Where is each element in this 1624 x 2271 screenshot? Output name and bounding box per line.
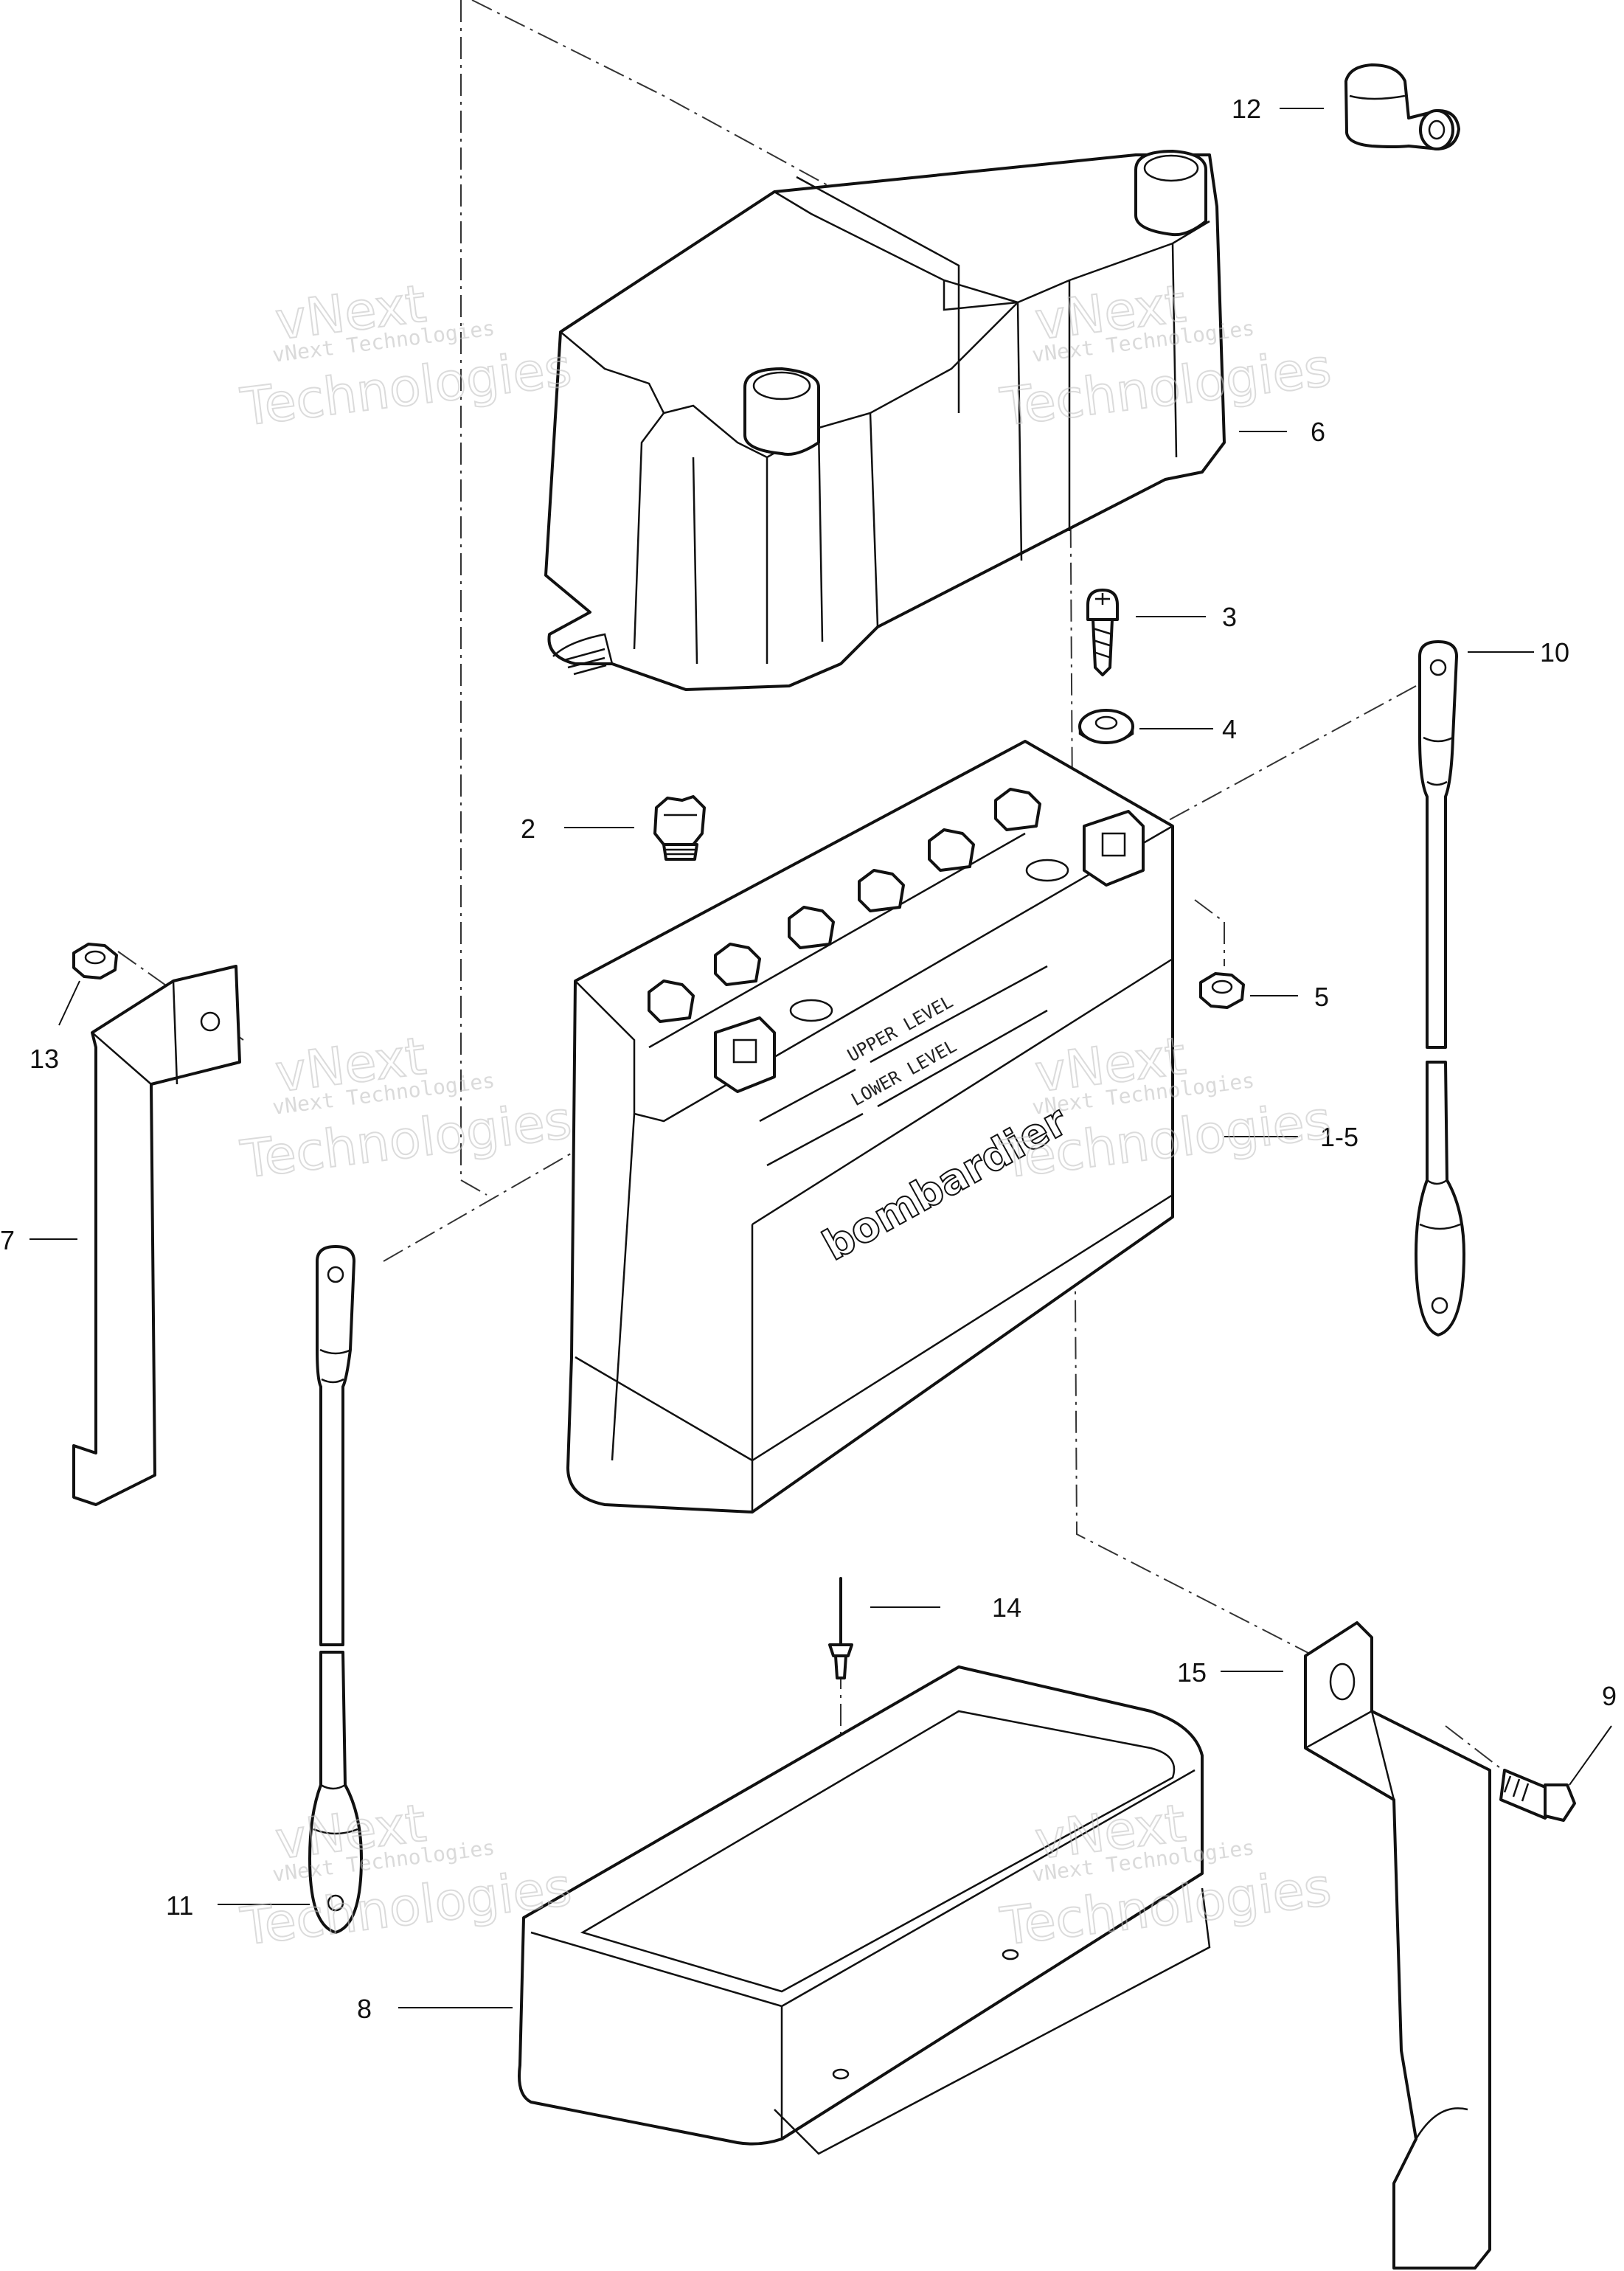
vent-cap-part-2 bbox=[653, 795, 706, 861]
callout-6: 6 bbox=[1311, 417, 1325, 447]
terminal-boot-part-12 bbox=[1344, 63, 1460, 150]
callout-13: 13 bbox=[30, 1044, 59, 1074]
cable-part-10 bbox=[1415, 640, 1465, 1336]
washer-part-4 bbox=[1078, 709, 1134, 744]
callout-3: 3 bbox=[1222, 602, 1237, 632]
callout-14: 14 bbox=[992, 1592, 1021, 1623]
callout-numbers: 12 6 3 4 10 2 5 13 1-5 7 14 15 9 11 8 bbox=[0, 94, 1617, 2024]
bracket-part-7 bbox=[72, 965, 241, 1506]
nut-part-13 bbox=[72, 943, 118, 980]
battery-cover-part-6 bbox=[544, 150, 1226, 691]
callout-8: 8 bbox=[357, 1994, 372, 2024]
callout-4: 4 bbox=[1222, 714, 1237, 744]
callout-15: 15 bbox=[1177, 1657, 1207, 1688]
callout-2: 2 bbox=[521, 814, 535, 844]
nut-part-5 bbox=[1199, 972, 1245, 1009]
bracket-part-15 bbox=[1304, 1621, 1491, 2270]
callout-11: 11 bbox=[166, 1890, 193, 1921]
rivet-part-14 bbox=[828, 1577, 853, 1679]
screw-part-3 bbox=[1086, 589, 1119, 676]
leader-lines bbox=[30, 108, 1612, 2008]
cable-part-11 bbox=[308, 1245, 363, 1934]
battery-part-1-5: UPPER LEVEL LOWER LEVEL bombardier bbox=[566, 740, 1174, 1514]
callout-5: 5 bbox=[1314, 982, 1329, 1012]
callout-7: 7 bbox=[0, 1225, 15, 1255]
callout-9: 9 bbox=[1602, 1681, 1617, 1711]
callout-10: 10 bbox=[1540, 637, 1569, 668]
tray-part-8 bbox=[518, 1665, 1211, 2155]
callout-1-5: 1-5 bbox=[1320, 1122, 1358, 1152]
bolt-part-9 bbox=[1499, 1769, 1576, 1822]
callout-12: 12 bbox=[1232, 94, 1261, 124]
